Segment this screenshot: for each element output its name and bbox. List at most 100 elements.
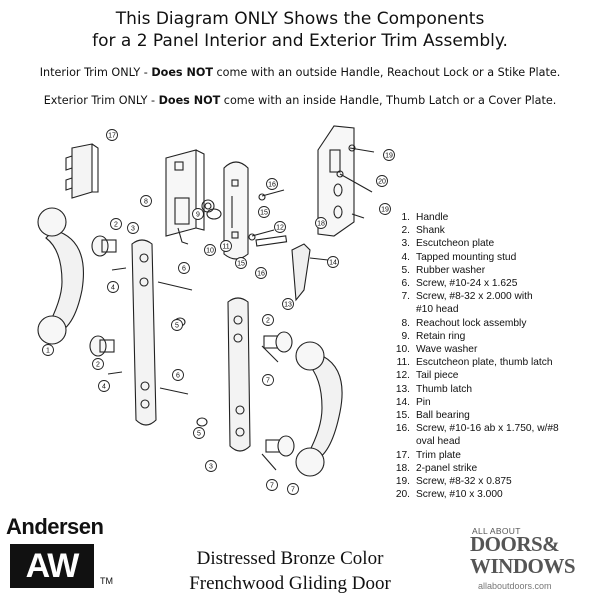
part-number: 2. [401, 225, 411, 237]
all-about-doors-watermark: ALL ABOUT DOORS& WINDOWS allaboutdoors.c… [470, 526, 596, 594]
callout-3: 3 [127, 222, 139, 234]
callout-18: 18 [315, 217, 327, 229]
callout-label: 7 [291, 486, 295, 493]
callout-label: 12 [276, 224, 284, 231]
andersen-logo: Andersen AW TM [6, 514, 116, 594]
screw-7-a-drawing [261, 345, 279, 363]
callout-label: 16 [257, 270, 265, 277]
part-item: 6.Screw, #10-24 x 1.625 [388, 277, 598, 290]
interior-shank-upper-drawing [91, 235, 117, 257]
part-item: 11.Escutcheon plate, thumb latch [388, 356, 598, 369]
part-number: 16. [395, 423, 410, 435]
callout-8: 8 [140, 195, 152, 207]
part-item: 5.Rubber washer [388, 264, 598, 277]
callout-label: 5 [197, 430, 201, 437]
callout-15: 15 [258, 206, 270, 218]
callout-circle [204, 244, 216, 256]
interior-note-suffix: come with an outside Handle, Reachout Lo… [212, 66, 561, 79]
callout-4: 4 [107, 281, 119, 293]
callout-label: 1 [46, 347, 50, 354]
callout-3: 3 [205, 460, 217, 472]
part-item: 10. Wave washer [388, 343, 598, 356]
callout-circle [379, 203, 391, 215]
callout-15: 15 [235, 257, 247, 269]
thumb-latch-escutcheon-drawing [223, 161, 249, 260]
callout-19: 19 [383, 149, 395, 161]
callout-circle [98, 380, 110, 392]
callout-circle [127, 222, 139, 234]
callout-14: 14 [327, 256, 339, 268]
part-number: 10. [395, 344, 410, 356]
part-item: 18.2-panel strike [388, 462, 598, 475]
callout-circle [266, 479, 278, 491]
part-name: Screw, #8-32 x 2.000 with #10 head [416, 291, 533, 316]
part-item: 19.Screw, #8-32 x 0.875 [388, 475, 598, 488]
part-item: 12.Tail piece [388, 369, 598, 382]
part-item: 15.Ball bearing [388, 409, 598, 422]
callout-circle [327, 256, 339, 268]
watermark-url: allaboutdoors.com [478, 581, 552, 591]
exterior-note-suffix: come with an inside Handle, Thumb Latch … [220, 94, 557, 107]
exploded-diagram: 1789101615111512161418192019132346565124… [37, 125, 395, 495]
part-name: 2-panel strike [416, 462, 478, 474]
exterior-handle-drawing [295, 341, 343, 477]
callout-6: 6 [178, 262, 190, 274]
callout-circle [274, 221, 286, 233]
part-name: Escutcheon plate, thumb latch [416, 357, 553, 369]
part-name: Screw, #10-16 ab x 1.750, w/#8 oval head [416, 423, 559, 448]
callout-6: 6 [172, 369, 184, 381]
washer-5-lower-drawing [196, 417, 208, 427]
callout-7: 7 [262, 374, 274, 386]
reachout-lock-drawing [165, 149, 205, 245]
callout-circle [287, 483, 299, 495]
callout-circle [262, 314, 274, 326]
part-name: Wave washer [416, 344, 478, 356]
callout-17: 17 [106, 129, 118, 141]
part-name: Screw, #8-32 x 0.875 [416, 476, 512, 488]
part-name: Trim plate [416, 449, 461, 461]
callout-2: 2 [110, 218, 122, 230]
callout-4: 4 [98, 380, 110, 392]
callout-label: 7 [266, 377, 270, 384]
screw-19-upper-drawing [348, 144, 375, 153]
stud-lower-drawing [107, 371, 123, 375]
callout-label: 6 [182, 265, 186, 272]
callout-circle [106, 129, 118, 141]
long-screw-drawing [336, 170, 373, 193]
thumb-latch-drawing [291, 243, 311, 302]
strike-drawing [317, 125, 355, 237]
callout-7: 7 [287, 483, 299, 495]
exterior-shank-lower-drawing [265, 435, 295, 457]
exterior-escutcheon-drawing [227, 297, 251, 452]
callout-7: 7 [266, 479, 278, 491]
callout-circle [172, 369, 184, 381]
callout-circle [258, 206, 270, 218]
part-item: 2.Shank [388, 224, 598, 237]
callout-circle [140, 195, 152, 207]
part-number: 17. [395, 449, 410, 461]
interior-shank-lower-drawing [89, 335, 115, 357]
part-name: Tail piece [416, 370, 459, 382]
interior-note-prefix: Interior Trim ONLY - [39, 66, 152, 79]
part-name: Pin [416, 396, 431, 408]
part-name: Retain ring [416, 330, 466, 342]
callout-circle [92, 358, 104, 370]
logo-tm: TM [100, 576, 113, 586]
callout-circle [262, 374, 274, 386]
callout-label: 2 [266, 317, 270, 324]
screw-6-lower-drawing [159, 387, 189, 395]
callout-label: 2 [114, 221, 118, 228]
watermark-top: ALL ABOUT [472, 526, 521, 536]
callout-circle [220, 240, 232, 252]
callout-circle [205, 460, 217, 472]
callout-circle [235, 257, 247, 269]
exterior-note: Exterior Trim ONLY - Does NOT come with … [0, 94, 600, 107]
callout-label: 17 [108, 132, 116, 139]
callout-label: 19 [385, 152, 393, 159]
part-item: 4.Tapped mounting stud [388, 251, 598, 264]
callout-label: 8 [144, 198, 148, 205]
callout-label: 9 [196, 211, 200, 218]
callout-label: 2 [96, 361, 100, 368]
callout-circle [171, 319, 183, 331]
stud-upper-drawing [111, 267, 127, 271]
